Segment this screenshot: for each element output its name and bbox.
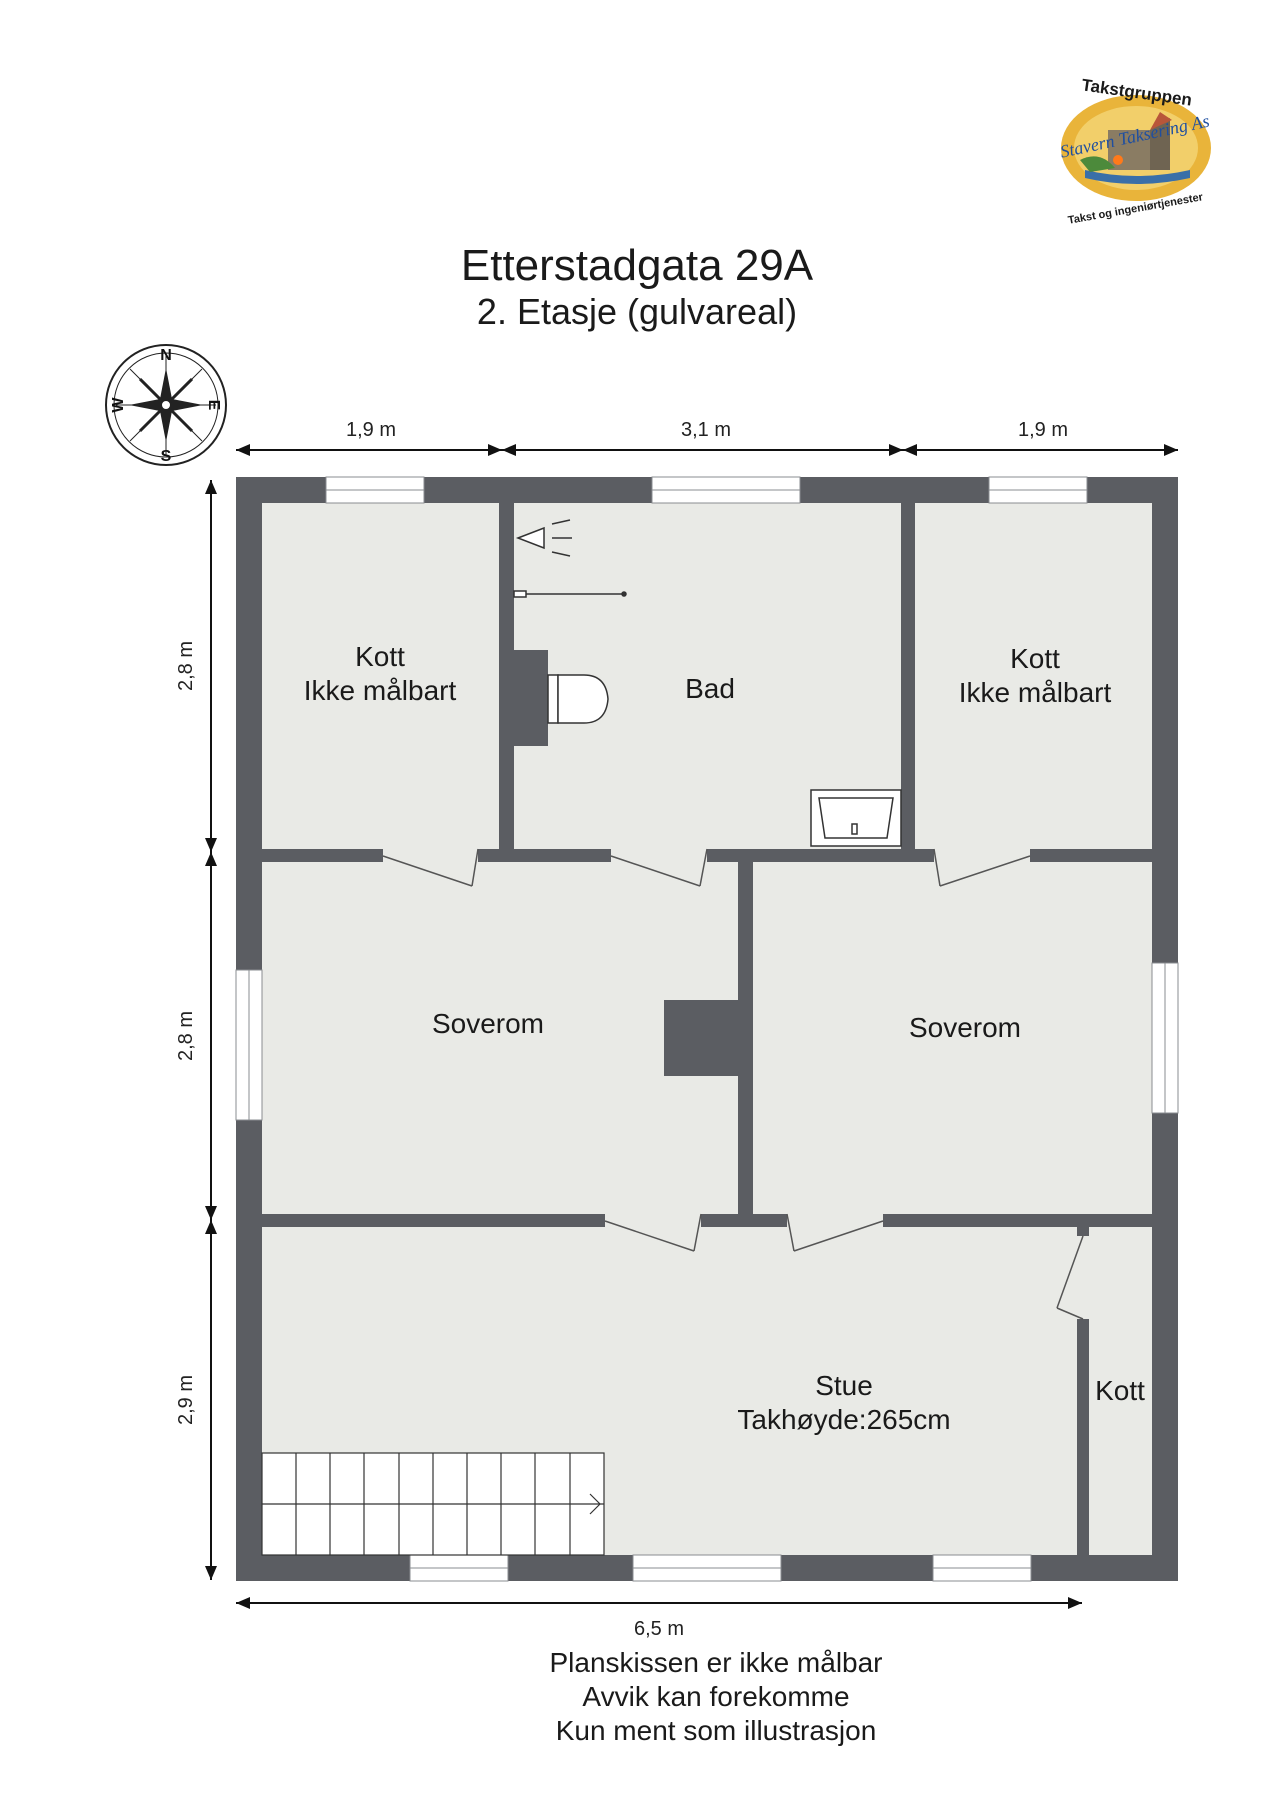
note-line-3: Kun ment som illustrasjon (556, 1715, 877, 1746)
room-stue-sublabel: Takhøyde:265cm (737, 1404, 950, 1435)
room-kott-right-sublabel: Ikke målbart (959, 677, 1112, 708)
toilet-icon (547, 674, 609, 724)
page-subtitle: 2. Etasje (gulvareal) (477, 291, 797, 332)
dim-left-2: 2,8 m (175, 1011, 197, 1061)
room-soverom-left-label: Soverom (432, 1008, 544, 1039)
dim-top-1: 1,9 m (346, 419, 396, 441)
door-swings (382, 848, 1084, 1320)
shower-icon (513, 519, 627, 598)
company-logo: Takstgruppen Stavern Taksering As Takst … (1058, 75, 1211, 226)
sink-icon (810, 789, 902, 847)
floor-kott-left (262, 503, 499, 849)
compass-icon: N E S W (105, 344, 227, 466)
compass-n: N (160, 347, 172, 364)
floor-kott-small (1089, 1227, 1152, 1555)
dimension-lines (205, 444, 1178, 1609)
floor-plan: Kott Ikke målbart Bad Kott Ikke målbart … (235, 476, 1179, 1582)
compass-s: S (161, 448, 172, 465)
door-openings (383, 849, 1089, 1319)
room-kott-left-label: Kott (355, 641, 405, 672)
dim-top-3: 1,9 m (1018, 419, 1068, 441)
dim-bottom: 6,5 m (634, 1618, 684, 1640)
windows (235, 476, 1179, 1582)
room-soverom-right-label: Soverom (909, 1012, 1021, 1043)
note-line-1: Planskissen er ikke målbar (549, 1647, 882, 1678)
chimney-soverom (664, 1000, 738, 1076)
staircase (261, 1452, 605, 1556)
room-bad-label: Bad (685, 673, 735, 704)
room-kott-left-sublabel: Ikke målbart (304, 675, 457, 706)
room-kott-right-label: Kott (1010, 643, 1060, 674)
note-line-2: Avvik kan forekomme (582, 1681, 849, 1712)
chimney-bad (514, 650, 548, 746)
room-kott-small-label: Kott (1095, 1375, 1145, 1406)
page-title: Etterstadgata 29A (461, 241, 814, 290)
compass-w: W (110, 397, 127, 413)
dim-top-2: 3,1 m (681, 419, 731, 441)
floor-kott-right (915, 503, 1152, 849)
compass-e: E (205, 400, 222, 411)
dim-left-1: 2,8 m (175, 641, 197, 691)
room-stue-label: Stue (815, 1370, 873, 1401)
floor-soverom-left (262, 862, 738, 1214)
floor-soverom-right (753, 862, 1152, 1214)
dim-left-3: 2,9 m (175, 1375, 197, 1425)
